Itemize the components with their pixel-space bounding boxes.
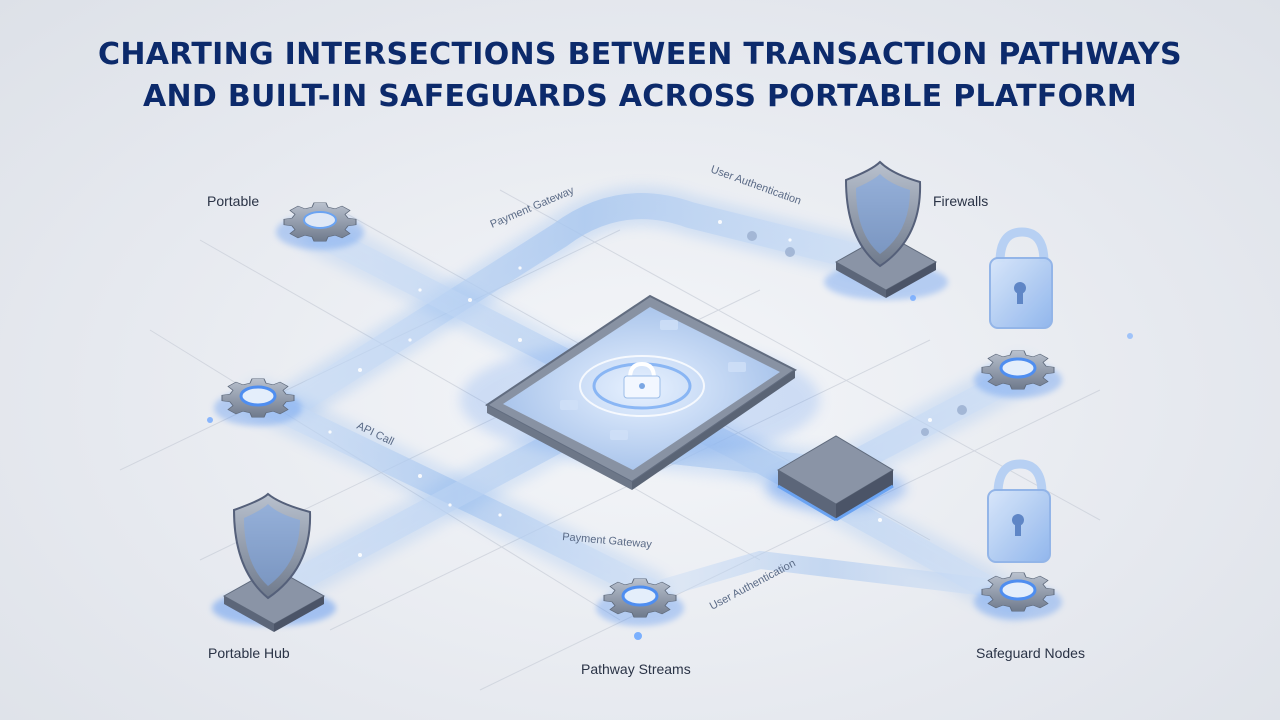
glow-points <box>207 295 1133 640</box>
gear-icon-portable <box>276 202 364 250</box>
gear-icon-right-upper <box>974 350 1062 398</box>
label-portable-hub: Portable Hub <box>208 645 290 661</box>
shield-icon-hub <box>212 492 336 632</box>
tablet-icon <box>460 294 820 490</box>
gear-icon-left <box>214 378 302 426</box>
hub-block-icon <box>766 435 906 522</box>
label-pathway-streams: Pathway Streams <box>581 661 691 677</box>
small-gear-icons <box>747 231 967 436</box>
title-line-1: CHARTING INTERSECTIONS BETWEEN TRANSACTI… <box>98 37 1182 72</box>
padlock-icon-upper <box>989 227 1053 329</box>
gear-icon-bottom <box>596 578 684 626</box>
screen-ring <box>579 355 705 417</box>
label-portable: Portable <box>207 193 260 209</box>
shield-icon-firewalls <box>824 160 948 300</box>
title-line-2: AND BUILT-IN SAFEGUARDS ACROSS PORTABLE … <box>142 79 1138 114</box>
label-firewalls: Firewalls <box>933 193 989 209</box>
padlock-icon-lower <box>987 459 1051 563</box>
gear-icon-right-lower <box>974 572 1062 620</box>
label-safeguard-nodes: Safeguard Nodes <box>976 645 1085 661</box>
page-title: CHARTING INTERSECTIONS BETWEEN TRANSACTI… <box>0 34 1280 118</box>
stream-label-user-authentication-top: User Authentication <box>709 164 803 208</box>
screen-padlock-icon <box>623 361 661 399</box>
